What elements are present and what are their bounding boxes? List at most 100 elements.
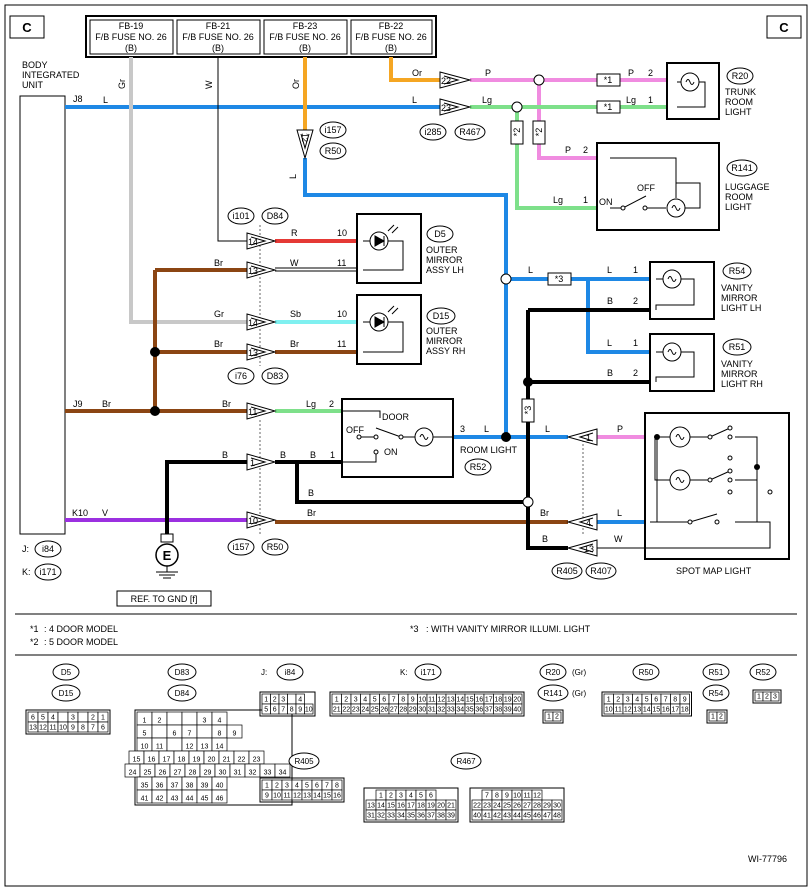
- pin-cell: [716, 711, 726, 722]
- component-label: LIGHT: [725, 107, 752, 117]
- view-color: (Gr): [572, 689, 587, 698]
- pin-number: 36: [156, 783, 164, 790]
- pin-number: 11: [523, 793, 530, 800]
- pin-number: 10: [141, 744, 149, 751]
- connector-outline: [706, 709, 728, 724]
- connector-arrow: [246, 313, 277, 331]
- pin-number: 37: [485, 707, 493, 714]
- pin-number: 41: [483, 813, 491, 820]
- component-label: LIGHT RH: [721, 379, 763, 389]
- pin-number: 1: [143, 718, 147, 725]
- pin-number: 43: [503, 813, 511, 820]
- connector-outline: [601, 691, 692, 717]
- pin-number: 8: [290, 707, 294, 714]
- pin-number: 39: [201, 783, 209, 790]
- pin-label: 10: [337, 228, 347, 238]
- pin-number: 17: [163, 757, 171, 764]
- view-tag: R52: [756, 668, 771, 677]
- pin-number: 35: [407, 813, 415, 820]
- wire-label: W: [204, 80, 214, 89]
- room-light: DOOR OFF ON ROOM LIGHT: [341, 398, 518, 478]
- wire-orange-fb22: [389, 57, 440, 82]
- pin-number: 9: [265, 793, 269, 800]
- pin-number: 16: [397, 803, 405, 810]
- switch-off-label: OFF: [637, 183, 655, 193]
- pin-number: 4: [298, 697, 302, 704]
- outer-mirror-lh: D5 OUTER MIRROR ASSY LH: [356, 213, 464, 284]
- pin-label: 1: [633, 265, 638, 275]
- wire-label: P: [485, 68, 491, 78]
- pin-number: 35: [141, 783, 149, 790]
- pin-number: 25: [371, 707, 379, 714]
- pin-number: 22: [342, 707, 350, 714]
- note-mark: *3: [410, 624, 419, 634]
- pin-cell: [196, 724, 213, 739]
- view-prefix: J:: [261, 668, 267, 677]
- pin-label: 13: [584, 544, 594, 554]
- pin-number: 25: [503, 803, 511, 810]
- pin-label: 13: [248, 266, 258, 276]
- pin-label: 1: [586, 433, 591, 443]
- pin-number: 18: [681, 707, 689, 714]
- wire-white-fb21: [217, 57, 247, 242]
- pin-number: 20: [437, 803, 445, 810]
- pin-number: 8: [495, 793, 499, 800]
- note-text: : 4 DOOR MODEL: [44, 624, 118, 634]
- wire-black-on: [275, 460, 528, 504]
- pin-cell: [304, 703, 314, 715]
- pin-number: 6: [654, 697, 658, 704]
- wire-label: W: [290, 258, 299, 268]
- wire-label: Or: [412, 68, 422, 78]
- pin-number: 16: [662, 707, 670, 714]
- wire-label: L: [607, 338, 612, 348]
- pin-number: 11: [428, 697, 435, 704]
- mark-5door: *2: [534, 128, 544, 137]
- pin-number: 42: [493, 813, 501, 820]
- wire-label: P: [617, 424, 623, 434]
- tag-D84: D84: [267, 211, 284, 221]
- pin-label: 2: [583, 145, 588, 155]
- pin-number: 8: [81, 725, 85, 732]
- fuse-name: F/B FUSE NO. 26: [355, 32, 427, 42]
- pin-label: 14: [248, 237, 258, 247]
- pin-cell: [331, 789, 343, 801]
- pin-number: 4: [51, 715, 55, 722]
- wire-label: B: [310, 450, 316, 460]
- pin-label: 2: [633, 368, 638, 378]
- component-label: ROOM: [725, 192, 753, 202]
- connector-arrow: [246, 343, 277, 361]
- fuse-pin: (B): [299, 43, 311, 53]
- inline-connectors: 22 23 12 14 13 14 13 11 1 10 1 4 13: [246, 71, 598, 557]
- pin-number: 6: [382, 697, 386, 704]
- pin-number: 47: [543, 813, 551, 820]
- pin-number: 12: [624, 707, 632, 714]
- tag-R407: R407: [590, 566, 612, 576]
- tag-i157: i157: [232, 542, 249, 552]
- wire-label: W: [614, 534, 623, 544]
- pin-number: 44: [513, 813, 521, 820]
- tag-D5: D5: [434, 229, 446, 239]
- pin-label: 13: [248, 348, 258, 358]
- tag-i84: i84: [42, 544, 54, 554]
- pin-label: 22: [441, 76, 451, 86]
- wire-label: L: [528, 265, 533, 275]
- connector-tags: i157 R50 i285 R467 i101 D84 i76 D83 R52 …: [22, 121, 617, 581]
- wire-label: B: [542, 534, 548, 544]
- pin-number: 20: [513, 697, 521, 704]
- pin-number: 7: [281, 707, 285, 714]
- view-prefix: K:: [400, 668, 408, 677]
- wire-blue-room: [303, 158, 508, 439]
- pin-number: 41: [141, 796, 149, 803]
- pin-number: 37: [427, 813, 435, 820]
- pin-number: 5: [41, 715, 45, 722]
- splice-point: [150, 406, 160, 416]
- pin-number: 3: [626, 697, 630, 704]
- corner-label-right: C: [779, 20, 789, 35]
- pin-number: 23: [483, 803, 491, 810]
- vanity-mirror-lh: R54 VANITY MIRROR LIGHT LH: [649, 261, 761, 320]
- splice-point: [511, 101, 523, 113]
- pin-number: 34: [279, 770, 287, 777]
